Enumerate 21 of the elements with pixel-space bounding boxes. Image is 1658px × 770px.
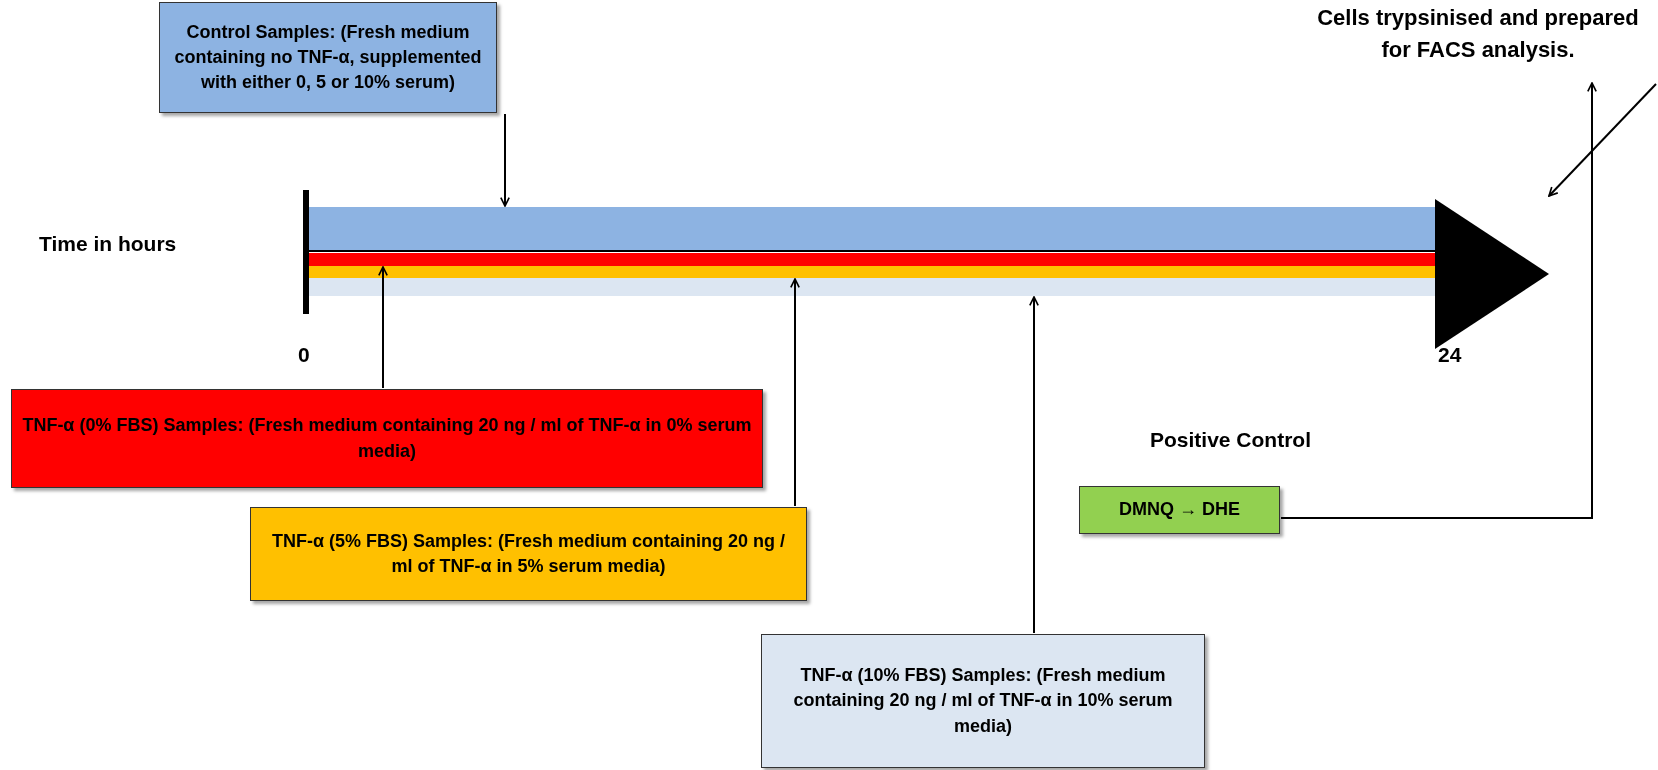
tick-label: 0 [298, 343, 310, 367]
tick-label: 24 [1438, 343, 1462, 367]
section-heading: Positive Control [1150, 428, 1312, 452]
sample-box: DMNQ → DHE [1079, 486, 1280, 534]
timeline-bar [306, 253, 1436, 266]
arrow [1548, 83, 1657, 197]
timeline-bar [306, 207, 1436, 250]
arrow [1029, 296, 1039, 634]
sample-box: TNF-α (5% FBS) Samples: (Fresh medium containing 20 ng / ml of TNF-α in 5% serum media) [250, 507, 807, 601]
arrow [1280, 82, 1597, 519]
sample-box: TNF-α (10% FBS) Samples: (Fresh medium containing 20 ng / ml of TNF-α in 10% serum media) [761, 634, 1205, 768]
timeline-arrowhead [1435, 199, 1549, 349]
sample-box: Control Samples: (Fresh medium containing no TNF-α, supplemented with either 0, 5 or 10% serum) [159, 2, 497, 113]
sample-box: TNF-α (0% FBS) Samples: (Fresh medium containing 20 ng / ml of TNF-α in 0% serum media) [11, 389, 763, 488]
axis-label: Time in hours [39, 232, 177, 256]
timeline-bar [306, 278, 1436, 296]
arrow [500, 113, 510, 207]
arrow [378, 266, 388, 389]
timeline-bar [306, 266, 1436, 278]
annotation-text: Cells trypsinised and prepared for FACS analysis. [1300, 2, 1656, 82]
arrow [790, 278, 800, 507]
